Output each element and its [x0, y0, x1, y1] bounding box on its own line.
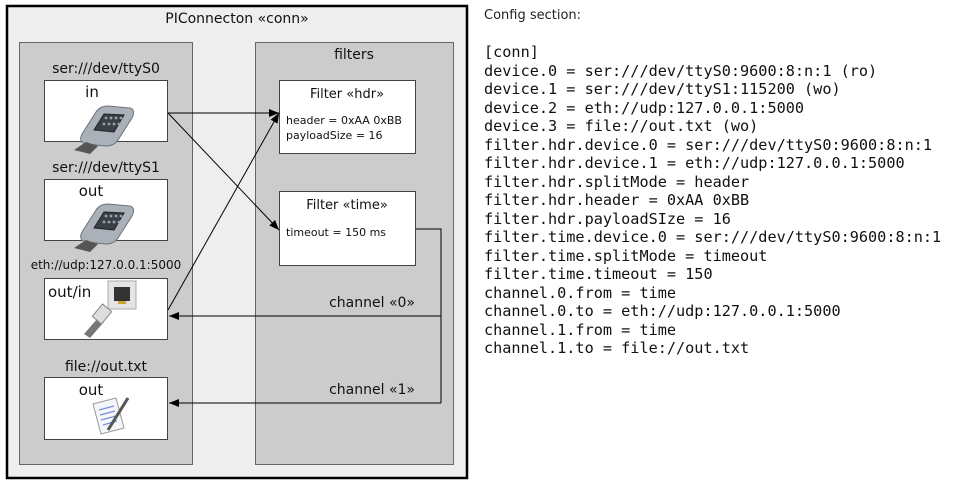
- device-mode: out: [79, 182, 104, 200]
- time-output-line: [416, 228, 442, 403]
- filter-param: timeout = 150 ms: [286, 226, 386, 239]
- filter-param: header = 0xAA 0xBB: [286, 114, 402, 127]
- device-mode: out/in: [48, 283, 91, 301]
- device-uri: eth://udp:127.0.0.1:5000: [31, 258, 182, 272]
- config-line: device.2 = eth://udp:127.0.0.1:5000: [484, 98, 805, 117]
- config-line: device.0 = ser:///dev/ttyS0:9600:8:n:1 (…: [484, 61, 878, 80]
- filter-param: payloadSize = 16: [286, 129, 383, 142]
- filter-box-hdr[interactable]: [279, 80, 416, 154]
- text-file-icon: [92, 397, 130, 435]
- device-mode: in: [85, 83, 99, 101]
- config-title: Config section:: [484, 8, 582, 23]
- config-line: channel.1.from = time: [484, 320, 677, 339]
- filter-title: Filter «time»: [306, 198, 388, 213]
- connections: [167, 109, 442, 407]
- config-line: filter.time.device.0 = ser:///dev/ttyS0:…: [484, 228, 942, 246]
- config-line: device.3 = file://out.txt (wo): [484, 117, 759, 135]
- config-panel: Config section: [conn]device.0 = ser:///…: [484, 8, 941, 358]
- device-uri: ser:///dev/ttyS1: [52, 160, 160, 176]
- config-line: [conn]: [484, 43, 539, 61]
- config-line: filter.time.timeout = 150: [484, 265, 713, 283]
- config-line: filter.hdr.header = 0xAA 0xBB: [484, 191, 750, 209]
- config-line: filter.time.splitMode = timeout: [484, 246, 768, 265]
- device-uri: ser:///dev/ttyS0: [52, 61, 160, 77]
- config-lines: [conn]device.0 = ser:///dev/ttyS0:9600:8…: [484, 43, 941, 358]
- config-line: channel.1.to = file://out.txt: [484, 339, 750, 357]
- config-line: device.1 = ser:///dev/ttyS1:115200 (wo): [484, 80, 841, 98]
- arrow-eth-to-hdr: [167, 112, 280, 311]
- config-line: channel.0.to = eth://udp:127.0.0.1:5000: [484, 302, 841, 320]
- config-line: filter.hdr.device.0 = ser:///dev/ttyS0:9…: [484, 135, 933, 154]
- arrow-ttyS0-to-time: [167, 112, 280, 231]
- filters-label: filters: [334, 47, 374, 63]
- config-line: filter.hdr.payloadSIze = 16: [484, 209, 731, 228]
- connection-title: PIConnecton «conn»: [165, 11, 309, 27]
- config-line: filter.hdr.device.1 = eth://udp:127.0.0.…: [484, 154, 905, 172]
- ethernet-port-icon: [84, 280, 137, 338]
- filter-box-time[interactable]: [279, 191, 416, 266]
- filter-title: Filter «hdr»: [310, 87, 384, 102]
- device-uri: file://out.txt: [65, 359, 148, 375]
- config-line: filter.hdr.splitMode = header: [484, 172, 750, 191]
- device-mode: out: [79, 381, 104, 399]
- channel-0-label: channel «0»: [329, 295, 415, 311]
- channel-1-label: channel «1»: [329, 382, 415, 398]
- config-line: channel.0.from = time: [484, 283, 677, 302]
